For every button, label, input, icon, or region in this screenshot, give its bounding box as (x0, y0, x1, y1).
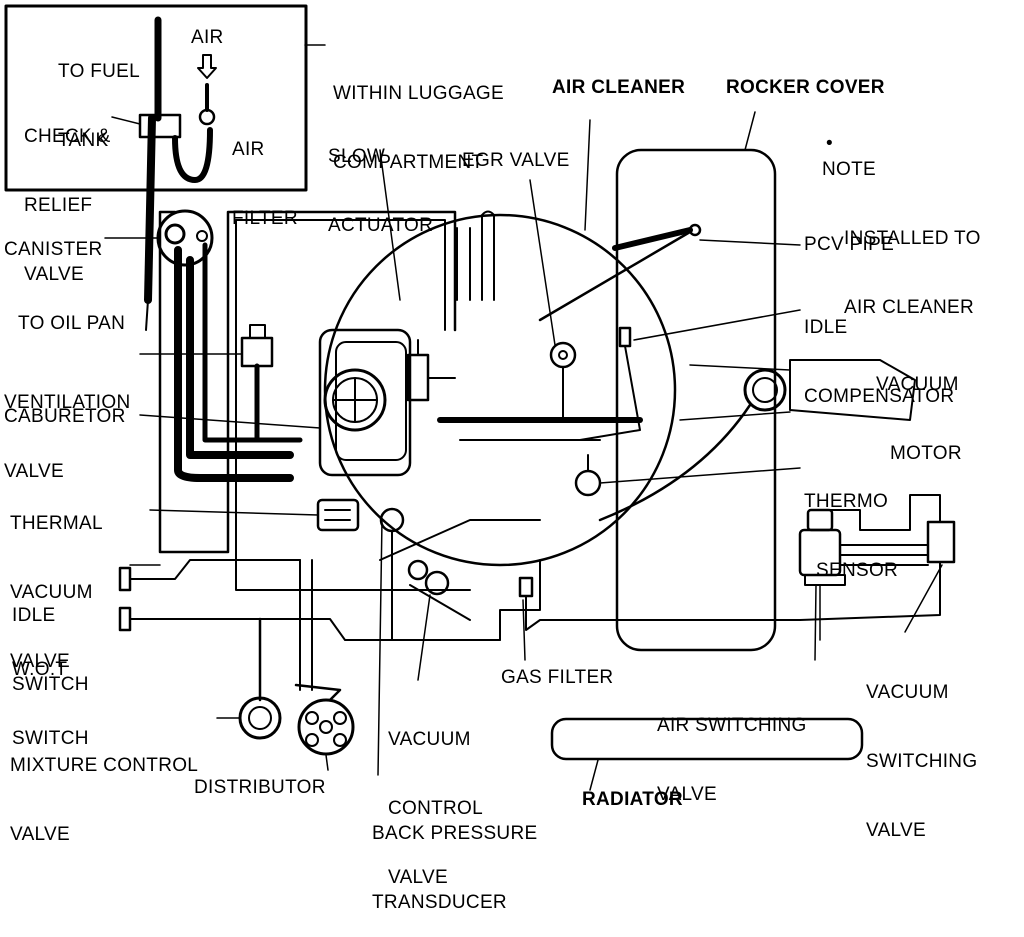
label-to-oil-pan: TO OIL PAN (18, 313, 126, 334)
label-line: TANK (58, 130, 109, 151)
label-line: VACUUM (866, 682, 949, 703)
label-line: MIXTURE CONTROL (10, 755, 199, 776)
check-relief-valve (138, 113, 182, 139)
gas-filter (518, 576, 534, 598)
idle-switch (118, 566, 132, 592)
luggage-compartment-box (4, 4, 308, 192)
vacuum-motor (743, 368, 787, 412)
label-note: NOTE INSTALLED TO AIR CLEANER (822, 112, 981, 342)
label-line: AIR (232, 139, 265, 160)
label-line: TRANSDUCER (372, 892, 507, 913)
label-line: CHECK & (24, 126, 111, 147)
label-line: FILTER (232, 208, 298, 229)
label-line: VACUUM (10, 582, 93, 603)
label-line: BACK PRESSURE (372, 823, 538, 844)
label-caburetor: CABURETOR (4, 406, 126, 427)
label-line: MOTOR (890, 443, 962, 464)
label-line: VENTILATION (4, 392, 131, 413)
label-line: INSTALLED TO (844, 228, 981, 249)
label-distributor: DISTRIBUTOR (194, 777, 326, 798)
label-check-relief-valve: CHECK & RELIEF VALVE (24, 79, 111, 309)
air-arrow-icon (197, 54, 217, 79)
label-line: VACUUM (876, 374, 959, 395)
label-line: THERMAL (10, 513, 103, 534)
label-air-switching-valve: AIR SWITCHING VALVE (657, 668, 807, 829)
label-line: AIR SWITCHING (657, 715, 807, 736)
thermal-vacuum-valve (316, 498, 360, 532)
diagram-drawing (4, 4, 956, 791)
label-line: SWITCHING (866, 751, 978, 772)
label-line: SENSOR (816, 560, 899, 581)
label-line: COMPARTMENT (333, 152, 484, 173)
label-mixture-control-valve: MIXTURE CONTROL VALVE (10, 708, 198, 869)
label-vacuum-switching-valve: VACUUM SWITCHING VALVE (866, 635, 977, 865)
label-line: SWITCH (12, 674, 89, 695)
label-air: AIR (191, 27, 224, 48)
label-line: WITHIN LUGGAGE (333, 83, 504, 104)
label-line: COMPENSATOR (804, 386, 955, 407)
wot-switch (118, 606, 132, 632)
distributor (297, 698, 355, 756)
label-radiator: RADIATOR (582, 789, 683, 810)
air-filter (198, 108, 216, 126)
label-air-filter: AIR FILTER (232, 92, 298, 253)
label-line: VALVE (657, 784, 717, 805)
mixture-control-valve (238, 696, 282, 740)
label-within-luggage: WITHIN LUGGAGE COMPARTMENT (333, 36, 504, 197)
label-line: TO FUEL (58, 61, 140, 82)
label-slow-actuator: SLOW ACTUATOR (328, 99, 433, 260)
radiator (550, 717, 864, 761)
vacuum-control-valve (424, 570, 450, 596)
label-idle-switch: IDLE SWITCH (12, 558, 89, 719)
label-gas-filter: GAS FILTER (501, 667, 614, 688)
label-thermo-sensor: THERMO SENSOR (804, 444, 898, 605)
carburetor (318, 328, 412, 477)
air-cleaner-outline (323, 213, 677, 567)
pcv-pipe (538, 230, 692, 322)
label-line: SWITCH (12, 728, 89, 749)
label-back-pressure-transducer: BACK PRESSURE TRANSDUCER (372, 776, 537, 937)
label-line: VALVE (10, 651, 70, 672)
label-line: NOTE (822, 159, 876, 180)
label-line: VALVE (4, 461, 64, 482)
label-to-fuel-tank: TO FUEL TANK (58, 14, 140, 175)
label-rocker-cover: ROCKER COVER (726, 77, 885, 98)
vacuum-switching-valve (926, 520, 956, 564)
label-vacuum-motor: VACUUM MOTOR (876, 327, 962, 488)
label-wot-switch: W.O.T SWITCH (12, 612, 89, 773)
label-line: THERMO (804, 491, 889, 512)
label-line: ACTUATOR (328, 215, 434, 236)
thermo-sensor (574, 469, 602, 497)
label-line: RELIEF (24, 195, 93, 216)
label-canister: CANISTER (4, 239, 103, 260)
label-line: VALVE (24, 264, 84, 285)
label-ventilation-valve: VENTILATION VALVE (4, 345, 130, 506)
rocker-cover (615, 148, 777, 652)
label-thermal-vacuum-valve: THERMAL VACUUM VALVE (10, 466, 103, 696)
egr-valve (549, 341, 577, 369)
note-marker: • (826, 133, 833, 154)
vacuum-hose-diagram: TO FUEL TANK AIR CHECK & RELIEF VALVE AI… (4, 4, 981, 913)
label-line: VALVE (866, 820, 926, 841)
label-air-cleaner: AIR CLEANER (552, 77, 686, 98)
label-line: CONTROL (388, 798, 483, 819)
label-egr-valve: EGR VALVE (462, 150, 570, 171)
ventilation-valve (240, 336, 274, 368)
label-pcv-pipe: PCV PIPE (804, 234, 895, 255)
label-idle-compensator: IDLE COMPENSATOR (804, 270, 954, 431)
label-line: AIR CLEANER (844, 297, 975, 318)
label-line: VACUUM (388, 729, 471, 750)
label-line: SLOW (328, 146, 386, 167)
idle-compensator (618, 326, 632, 348)
label-line: IDLE (804, 317, 848, 338)
label-line: W.O.T (12, 659, 68, 680)
label-line: VALVE (10, 824, 70, 845)
label-line: IDLE (12, 605, 56, 626)
